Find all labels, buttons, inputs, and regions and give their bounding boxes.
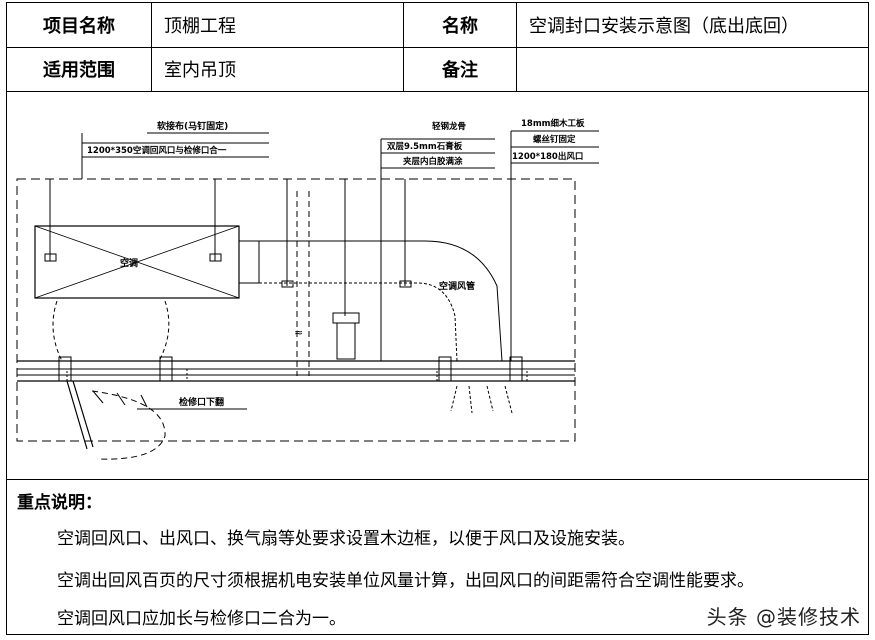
- note-item-2: 空调出回风百页的尺寸须根据机电安装单位风量计算，出回风口的间距需符合空调性能要求…: [57, 571, 754, 591]
- header-row-2: 适用范围 室内吊顶 备注: [7, 47, 868, 92]
- note-item-3: 空调回风口应加长与检修口二合为一。: [57, 609, 346, 629]
- project-name-label: 项目名称: [7, 3, 152, 47]
- project-name-value: 顶棚工程: [152, 3, 404, 47]
- ceiling-void-boundary: [16, 178, 576, 442]
- ceiling-section-diagram: 空调 空调风管 ≈: [16, 118, 599, 460]
- soft-cloth-label: 软接布(马钉固定): [157, 120, 228, 132]
- notes-title: 重点说明：: [17, 493, 102, 513]
- header-row-1: 项目名称 顶棚工程 名称 空调封口安装示意图（底出底回）: [7, 3, 868, 48]
- glue-label: 夹层内白胶满涂: [403, 156, 463, 167]
- document-sheet: 项目名称 顶棚工程 名称 空调封口安装示意图（底出底回） 适用范围 室内吊顶 备…: [6, 2, 869, 635]
- drawing-name-label: 名称: [404, 3, 517, 47]
- key-notes-section: 重点说明： 空调回风口、出风口、换气扇等处要求设置木边框，以便于风口及设施安装。…: [7, 480, 868, 634]
- scope-value: 室内吊顶: [152, 47, 404, 91]
- watermark: 头条 @装修技术: [706, 605, 861, 629]
- construction-drawing: 空调 空调风管 ≈: [7, 91, 868, 480]
- wood-board-label: 18mm细木工板: [521, 118, 585, 129]
- scope-label: 适用范围: [7, 47, 152, 91]
- return-vent-label: 1200*350空调回风口与检修口合一: [87, 145, 227, 156]
- hatch-label: 检修口下翻: [179, 396, 224, 408]
- duct-label: 空调风管: [439, 280, 475, 292]
- svg-text:≈: ≈: [294, 326, 303, 339]
- screw-label: 螺丝钉固定: [533, 134, 576, 145]
- remark-label: 备注: [404, 47, 517, 91]
- remark-value: [517, 47, 868, 91]
- ac-unit-label: 空调: [120, 257, 138, 269]
- supply-vent-label: 1200*180出风口: [512, 151, 583, 162]
- drawing-name-value: 空调封口安装示意图（底出底回）: [529, 16, 799, 37]
- note-item-1: 空调回风口、出风口、换气扇等处要求设置木边框，以便于风口及设施安装。: [57, 529, 635, 549]
- gypsum-label: 双层9.5mm石膏板: [387, 141, 463, 152]
- keel-label: 轻钢龙骨: [432, 121, 466, 132]
